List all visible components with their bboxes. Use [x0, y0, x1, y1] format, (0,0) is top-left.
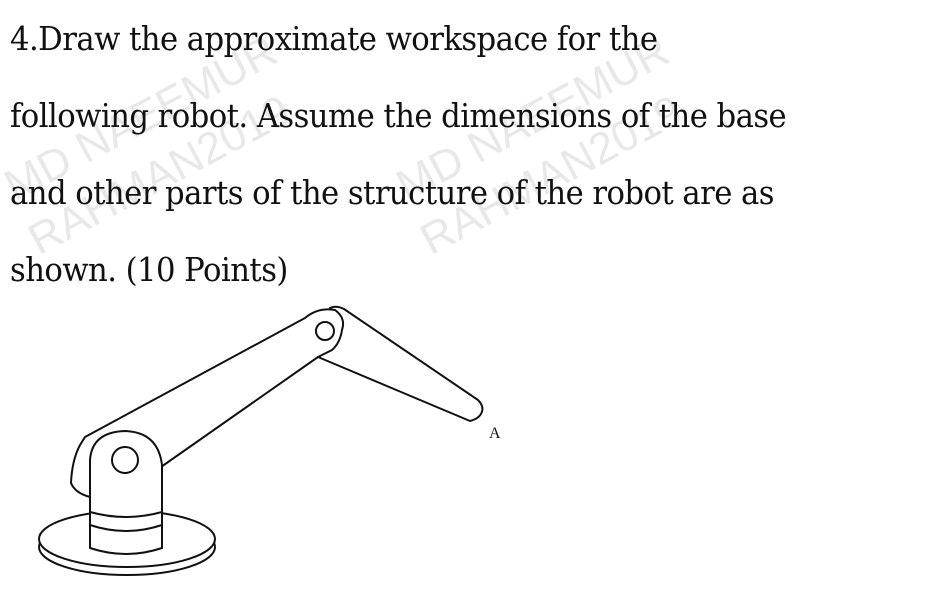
point-a-label: A — [489, 425, 501, 442]
elbow-joint — [315, 321, 335, 341]
question-line-1: 4.Draw the approximate workspace for the — [10, 19, 658, 58]
robot-arm-diagram — [38, 305, 484, 576]
shoulder-housing — [89, 430, 163, 518]
question-line-3: and other parts of the structure of the … — [10, 173, 775, 212]
shoulder-joint — [111, 446, 139, 474]
question-text: 4.Draw the approximate workspace for the… — [10, 0, 861, 308]
robot-figure: A — [0, 290, 929, 591]
forearm — [317, 305, 484, 422]
question-line-4: shown. (10 Points) — [10, 250, 288, 289]
question-line-2: following robot. Assume the dimensions o… — [10, 96, 787, 135]
